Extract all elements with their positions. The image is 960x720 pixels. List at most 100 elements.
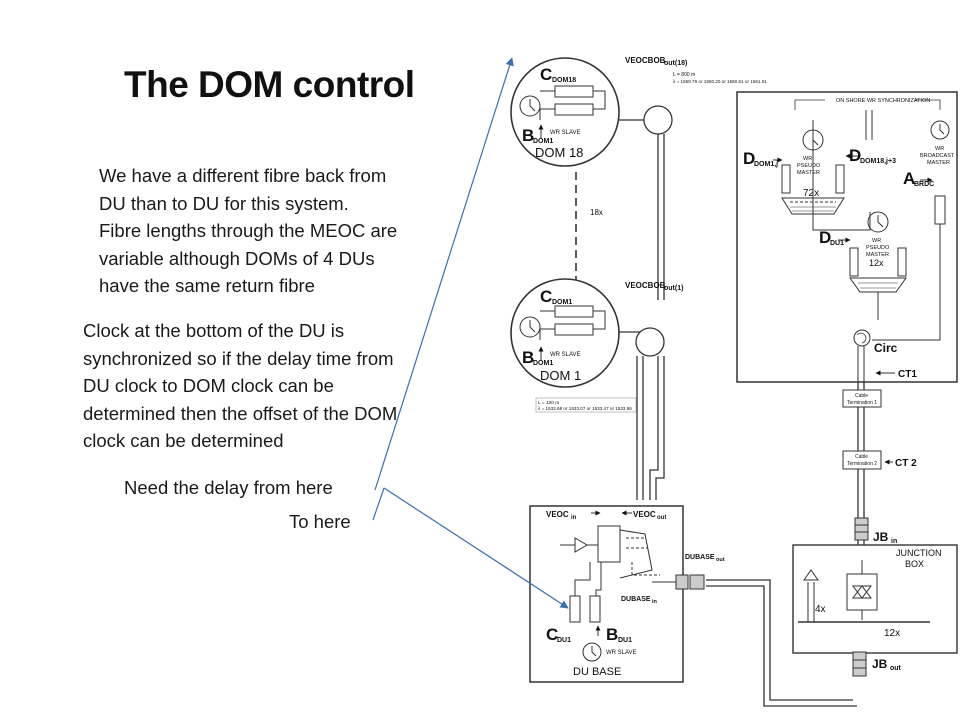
paragraph-clock: Clock at the bottom of the DU is synchro…: [83, 317, 397, 455]
cable-termination-2: [842, 450, 882, 470]
dom1: C DOM1 B DOM1 WR SLAVE DOM 1: [510, 278, 620, 388]
pm1-line2: PSEUDO: [797, 163, 821, 169]
arrow-to-here: [383, 487, 569, 609]
paragraph-fibre: We have a different fibre back from DU t…: [99, 162, 397, 300]
d-du1-label: D: [819, 228, 831, 247]
bm-line1: WR: [935, 146, 944, 152]
dom1-b-label: B: [522, 348, 534, 367]
count-12x-onshore: 12x: [869, 258, 884, 268]
text-line: clock can be determined: [83, 430, 284, 451]
count-72x: 72x: [803, 188, 819, 199]
ct2-box-line2: Termination 2: [847, 461, 877, 467]
dom1-name: DOM 1: [540, 368, 581, 383]
du-base-name: DU BASE: [573, 666, 621, 678]
text-line: We have a different fibre back from: [99, 165, 387, 186]
dom18-b-label: B: [522, 126, 534, 145]
d-dom1j-sub: DOM1,j: [754, 161, 778, 168]
veoc-out-label: VEOC: [633, 510, 656, 519]
text-line: DU than to DU for this system.: [99, 192, 349, 214]
bm-line2: BROADCAST: [920, 153, 955, 159]
arrow-from-here: [374, 57, 514, 491]
pm2-line3: MASTER: [866, 252, 889, 258]
veocbob18-node: [643, 105, 673, 135]
text-line: Clock at the bottom of the DU is: [83, 320, 345, 341]
veoc-in-label: VEOC: [546, 510, 569, 519]
dom18: C DOM18 B DOM1 WR SLAVE DOM 18: [510, 57, 620, 167]
note18-length: L = 800 m: [673, 72, 695, 78]
jb-out-connector: [852, 651, 867, 677]
veocbob1-label: VEOCBOB: [625, 281, 666, 290]
veoc-in-sub: in: [571, 515, 577, 521]
dom18-wr-slave: WR SLAVE: [550, 130, 581, 136]
label-from-here: Need the delay from here: [124, 477, 333, 498]
d-dom18j-label: D: [849, 146, 861, 165]
d-dom1j-label: D: [743, 149, 755, 168]
count-12x-jb: 12x: [884, 628, 900, 639]
dom1-wr-slave: WR SLAVE: [550, 352, 581, 358]
text-line: synchronized so if the delay time from: [83, 347, 394, 369]
junction-line1: JUNCTION: [896, 548, 942, 558]
du-base: VEOC in VEOC out DUBASE out DUBASE in C …: [529, 505, 725, 683]
a-brdc-sub: BRDC: [914, 181, 934, 188]
dubase-in-label: DUBASE: [621, 596, 651, 603]
text-line: variable although DOMs of 4 DUs: [99, 247, 375, 269]
dom18-c-label: C: [540, 65, 552, 84]
a-brdc-label: A: [903, 169, 915, 188]
dom18-c-sub: DOM18: [552, 77, 576, 84]
junction-line2: BOX: [905, 559, 924, 569]
dom18-b-sub: DOM1: [533, 138, 553, 145]
c-du1-sub: DU1: [557, 637, 571, 644]
jb-in-connector: [854, 517, 869, 541]
ct2-box-line1: Cable: [855, 454, 868, 460]
dubase-in-sub: in: [652, 599, 658, 605]
text-line: DU clock to DOM clock can be: [83, 375, 334, 396]
onshore-sync-box: ON SHORE WR SYNCHRONIZATION WR PSEUDO MA…: [736, 91, 958, 383]
pm1-line1: WR: [803, 156, 812, 162]
du-wr-slave: WR SLAVE: [606, 650, 637, 656]
slide-title: The DOM control: [124, 64, 415, 105]
text-line: determined then the offset of the DOM: [83, 402, 398, 424]
b-du1-label: B: [606, 625, 618, 644]
dom18-name: DOM 18: [535, 145, 583, 160]
b-du1-sub: DU1: [618, 637, 632, 644]
note1-length: L = 120 m: [538, 400, 559, 406]
count-4x: 4x: [815, 604, 826, 615]
d-du1-sub: DU1: [830, 240, 844, 247]
dom1-c-label: C: [540, 287, 552, 306]
ct2-label: CT 2: [895, 458, 917, 469]
circ-label: Circ: [874, 341, 898, 355]
label-to-here: To here: [289, 511, 351, 532]
veocbob18-label: VEOCBOB: [625, 56, 666, 65]
note1-box: [535, 397, 637, 413]
pm1-line3: MASTER: [797, 170, 820, 176]
bm-line3: MASTER: [927, 160, 950, 166]
dubase-out-label: DUBASE: [685, 554, 715, 561]
onshore-title: ON SHORE WR SYNCHRONIZATION: [836, 98, 930, 104]
jb-out-label: JB: [872, 657, 888, 671]
jb-in-sub: in: [891, 538, 897, 545]
cable-termination-1: [842, 389, 882, 408]
text-line: have the same return fibre: [99, 275, 315, 296]
arrow-to-link: [372, 487, 385, 521]
count-18x: 18x: [590, 208, 603, 217]
note18-lambda: λ = 1558.79 or 1560.20 or 1560.61 or 156…: [673, 79, 767, 84]
veocbob1-node: [635, 327, 665, 357]
veoc-out-sub: out: [657, 515, 666, 521]
junction-box: JUNCTION BOX 4x 12x: [792, 544, 958, 654]
d-dom18j-sub: DOM18,j+3: [860, 158, 896, 165]
c-du1-label: C: [546, 625, 558, 644]
ct1-box-line2: Termination 1: [847, 400, 877, 406]
ct1-box-line1: Cable: [855, 393, 868, 399]
dubase-out-sub: out: [716, 557, 725, 563]
veocbob18-sub: out(18): [664, 60, 687, 67]
ct1-label: CT1: [898, 369, 917, 380]
veocbob1-sub: out(1): [664, 285, 683, 292]
pm2-line2: PSEUDO: [866, 245, 890, 251]
jb-in-label: JB: [873, 530, 889, 544]
pm2-line1: WR: [872, 238, 881, 244]
dom1-b-sub: DOM1: [533, 360, 553, 367]
jb-out-sub: out: [890, 665, 902, 672]
dom1-c-sub: DOM1: [552, 299, 572, 306]
note1-lambda: λ = 1532.68 or 1533.07 or 1533.47 or 153…: [538, 406, 632, 411]
